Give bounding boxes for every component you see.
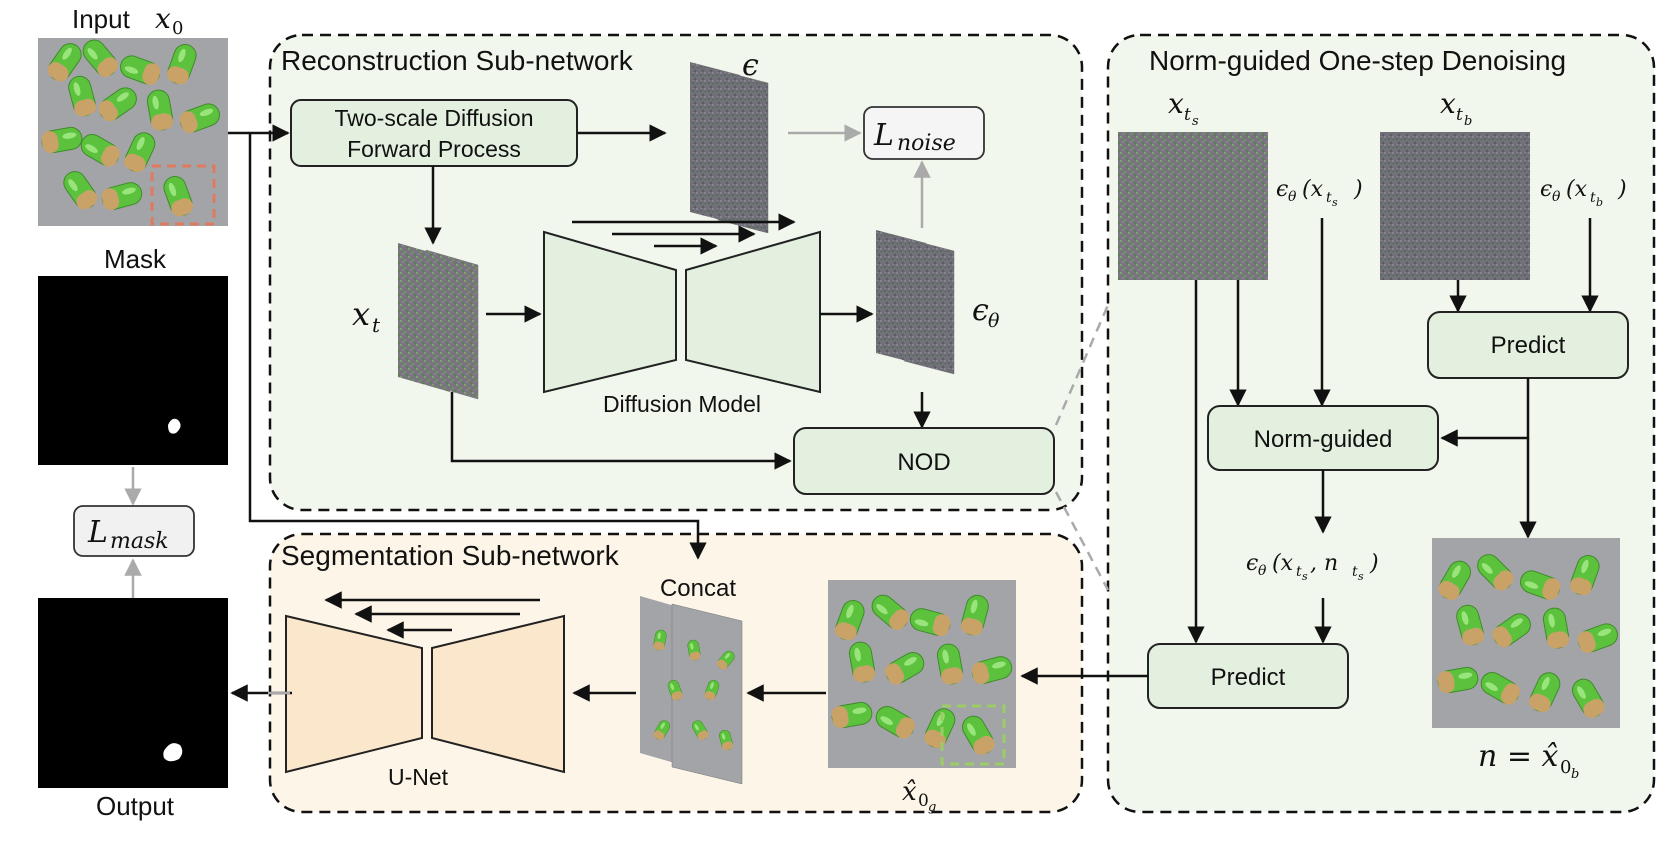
svg-text:b: b: [1571, 767, 1579, 782]
xtb-sub: t: [1456, 105, 1463, 125]
eps-guided-label: ϵ θ (x t s , n t s ): [1246, 551, 1379, 583]
eps-xts-label: ϵ θ (x t s ): [1276, 177, 1363, 209]
svg-text:ϵ: ϵ: [1540, 177, 1552, 202]
xhat-0g-subsub: g: [928, 800, 936, 815]
svg-text:): ): [1353, 177, 1363, 202]
svg-text:s: s: [1302, 570, 1308, 583]
xt-to-nod-arrow: [450, 392, 792, 470]
svg-text:0: 0: [1560, 757, 1571, 778]
n-equation: n = x̂ 0 b: [1478, 739, 1579, 782]
loss-noise-main: L: [873, 118, 894, 153]
xtb-var: x: [1440, 87, 1456, 120]
denoising-title: Norm-guided One-step Denoising: [1149, 45, 1566, 76]
unet-label: U-Net: [388, 764, 449, 790]
loss-mask-box: L mask: [73, 505, 195, 557]
xhat-0g-sub: 0: [918, 791, 929, 811]
svg-text:, n: , n: [1310, 551, 1338, 576]
epsilon-label: ϵ: [742, 48, 759, 83]
xts-var: x: [1168, 87, 1184, 120]
xhat-highlight-box: [940, 704, 1006, 766]
svg-text:(x: (x: [1272, 551, 1294, 576]
input-to-concat-arrow: [248, 133, 707, 560]
predict-bottom-box: Predict: [1147, 643, 1349, 709]
input-var: x: [155, 2, 171, 35]
zoom-connector-top: [1054, 304, 1110, 426]
predict-right-label: Predict: [1491, 332, 1566, 359]
xt-sub: t: [372, 313, 381, 337]
xt-var: x: [352, 295, 370, 333]
svg-text:b: b: [1596, 196, 1603, 209]
xtb-subsub: b: [1464, 114, 1472, 129]
svg-text:(x: (x: [1566, 177, 1588, 202]
xts-subsub: s: [1192, 114, 1199, 129]
input-highlight-box: [150, 164, 216, 226]
svg-text:ϵ: ϵ: [1276, 177, 1288, 202]
loss-noise-sub: noise: [897, 131, 956, 156]
eps-theta-noise-stack: [876, 230, 955, 375]
input-var-sub: 0: [172, 18, 183, 39]
norm-guided-label: Norm-guided: [1254, 426, 1393, 453]
svg-text:θ: θ: [1258, 563, 1267, 579]
forward-process-box: Two-scale Diffusion Forward Process: [290, 99, 578, 167]
forward-process-line1: Two-scale Diffusion: [335, 105, 534, 131]
svg-text:t: t: [1590, 190, 1596, 206]
segmentation-title: Segmentation Sub-network: [281, 540, 620, 571]
xhat-0g-image: [828, 580, 1016, 768]
concat-image-stack: [640, 596, 743, 785]
svg-text:): ): [1369, 551, 1379, 576]
svg-text:s: s: [1332, 196, 1338, 209]
eps-theta-sub: θ: [988, 310, 1000, 332]
loss-mask-sub: mask: [110, 529, 169, 554]
svg-text:(x: (x: [1302, 177, 1324, 202]
xts-sub: t: [1184, 105, 1191, 125]
predict-right-box: Predict: [1427, 311, 1629, 379]
eps-theta-label: ϵ: [972, 293, 989, 328]
mask-image: [38, 276, 228, 465]
svg-text:t: t: [1296, 564, 1302, 580]
svg-text:ϵ: ϵ: [1246, 551, 1258, 576]
zoom-connector-bottom: [1054, 491, 1110, 591]
svg-text:θ: θ: [1288, 189, 1297, 205]
output-image: [38, 598, 228, 788]
svg-text:): ): [1617, 177, 1627, 202]
svg-text:θ: θ: [1552, 189, 1561, 205]
svg-text:t: t: [1326, 190, 1332, 206]
svg-text:s: s: [1358, 570, 1364, 583]
input-label: Input: [72, 4, 131, 34]
loss-mask-main: L: [87, 515, 108, 550]
svg-text:n = x̂: n = x̂: [1478, 739, 1559, 774]
forward-process-line2: Forward Process: [347, 136, 521, 162]
nod-label: NOD: [897, 449, 950, 476]
reconstruction-title: Reconstruction Sub-network: [281, 45, 634, 76]
mask-label: Mask: [104, 244, 167, 274]
diffusion-model-shape: [543, 213, 821, 394]
output-label: Output: [96, 791, 175, 821]
svg-text:t: t: [1352, 564, 1358, 580]
loss-noise-box: L noise: [863, 106, 985, 160]
eps-xtb-label: ϵ θ (x t b ): [1540, 177, 1627, 209]
xt-noisy-stack: [398, 243, 479, 400]
n-image: [1432, 538, 1622, 728]
input-image: [38, 35, 228, 226]
epsilon-noise-stack: [690, 62, 769, 234]
xhat-0g-var: x̂: [902, 777, 917, 807]
nod-box: NOD: [793, 427, 1055, 495]
predict-bottom-label: Predict: [1211, 664, 1286, 691]
concat-label: Concat: [660, 575, 736, 602]
xts-noisy-image: [1118, 132, 1268, 280]
diffusion-model-label: Diffusion Model: [603, 391, 761, 417]
xtb-noisy-image: [1380, 132, 1530, 280]
norm-guided-box: Norm-guided: [1207, 405, 1439, 471]
unet-shape: [285, 591, 565, 774]
